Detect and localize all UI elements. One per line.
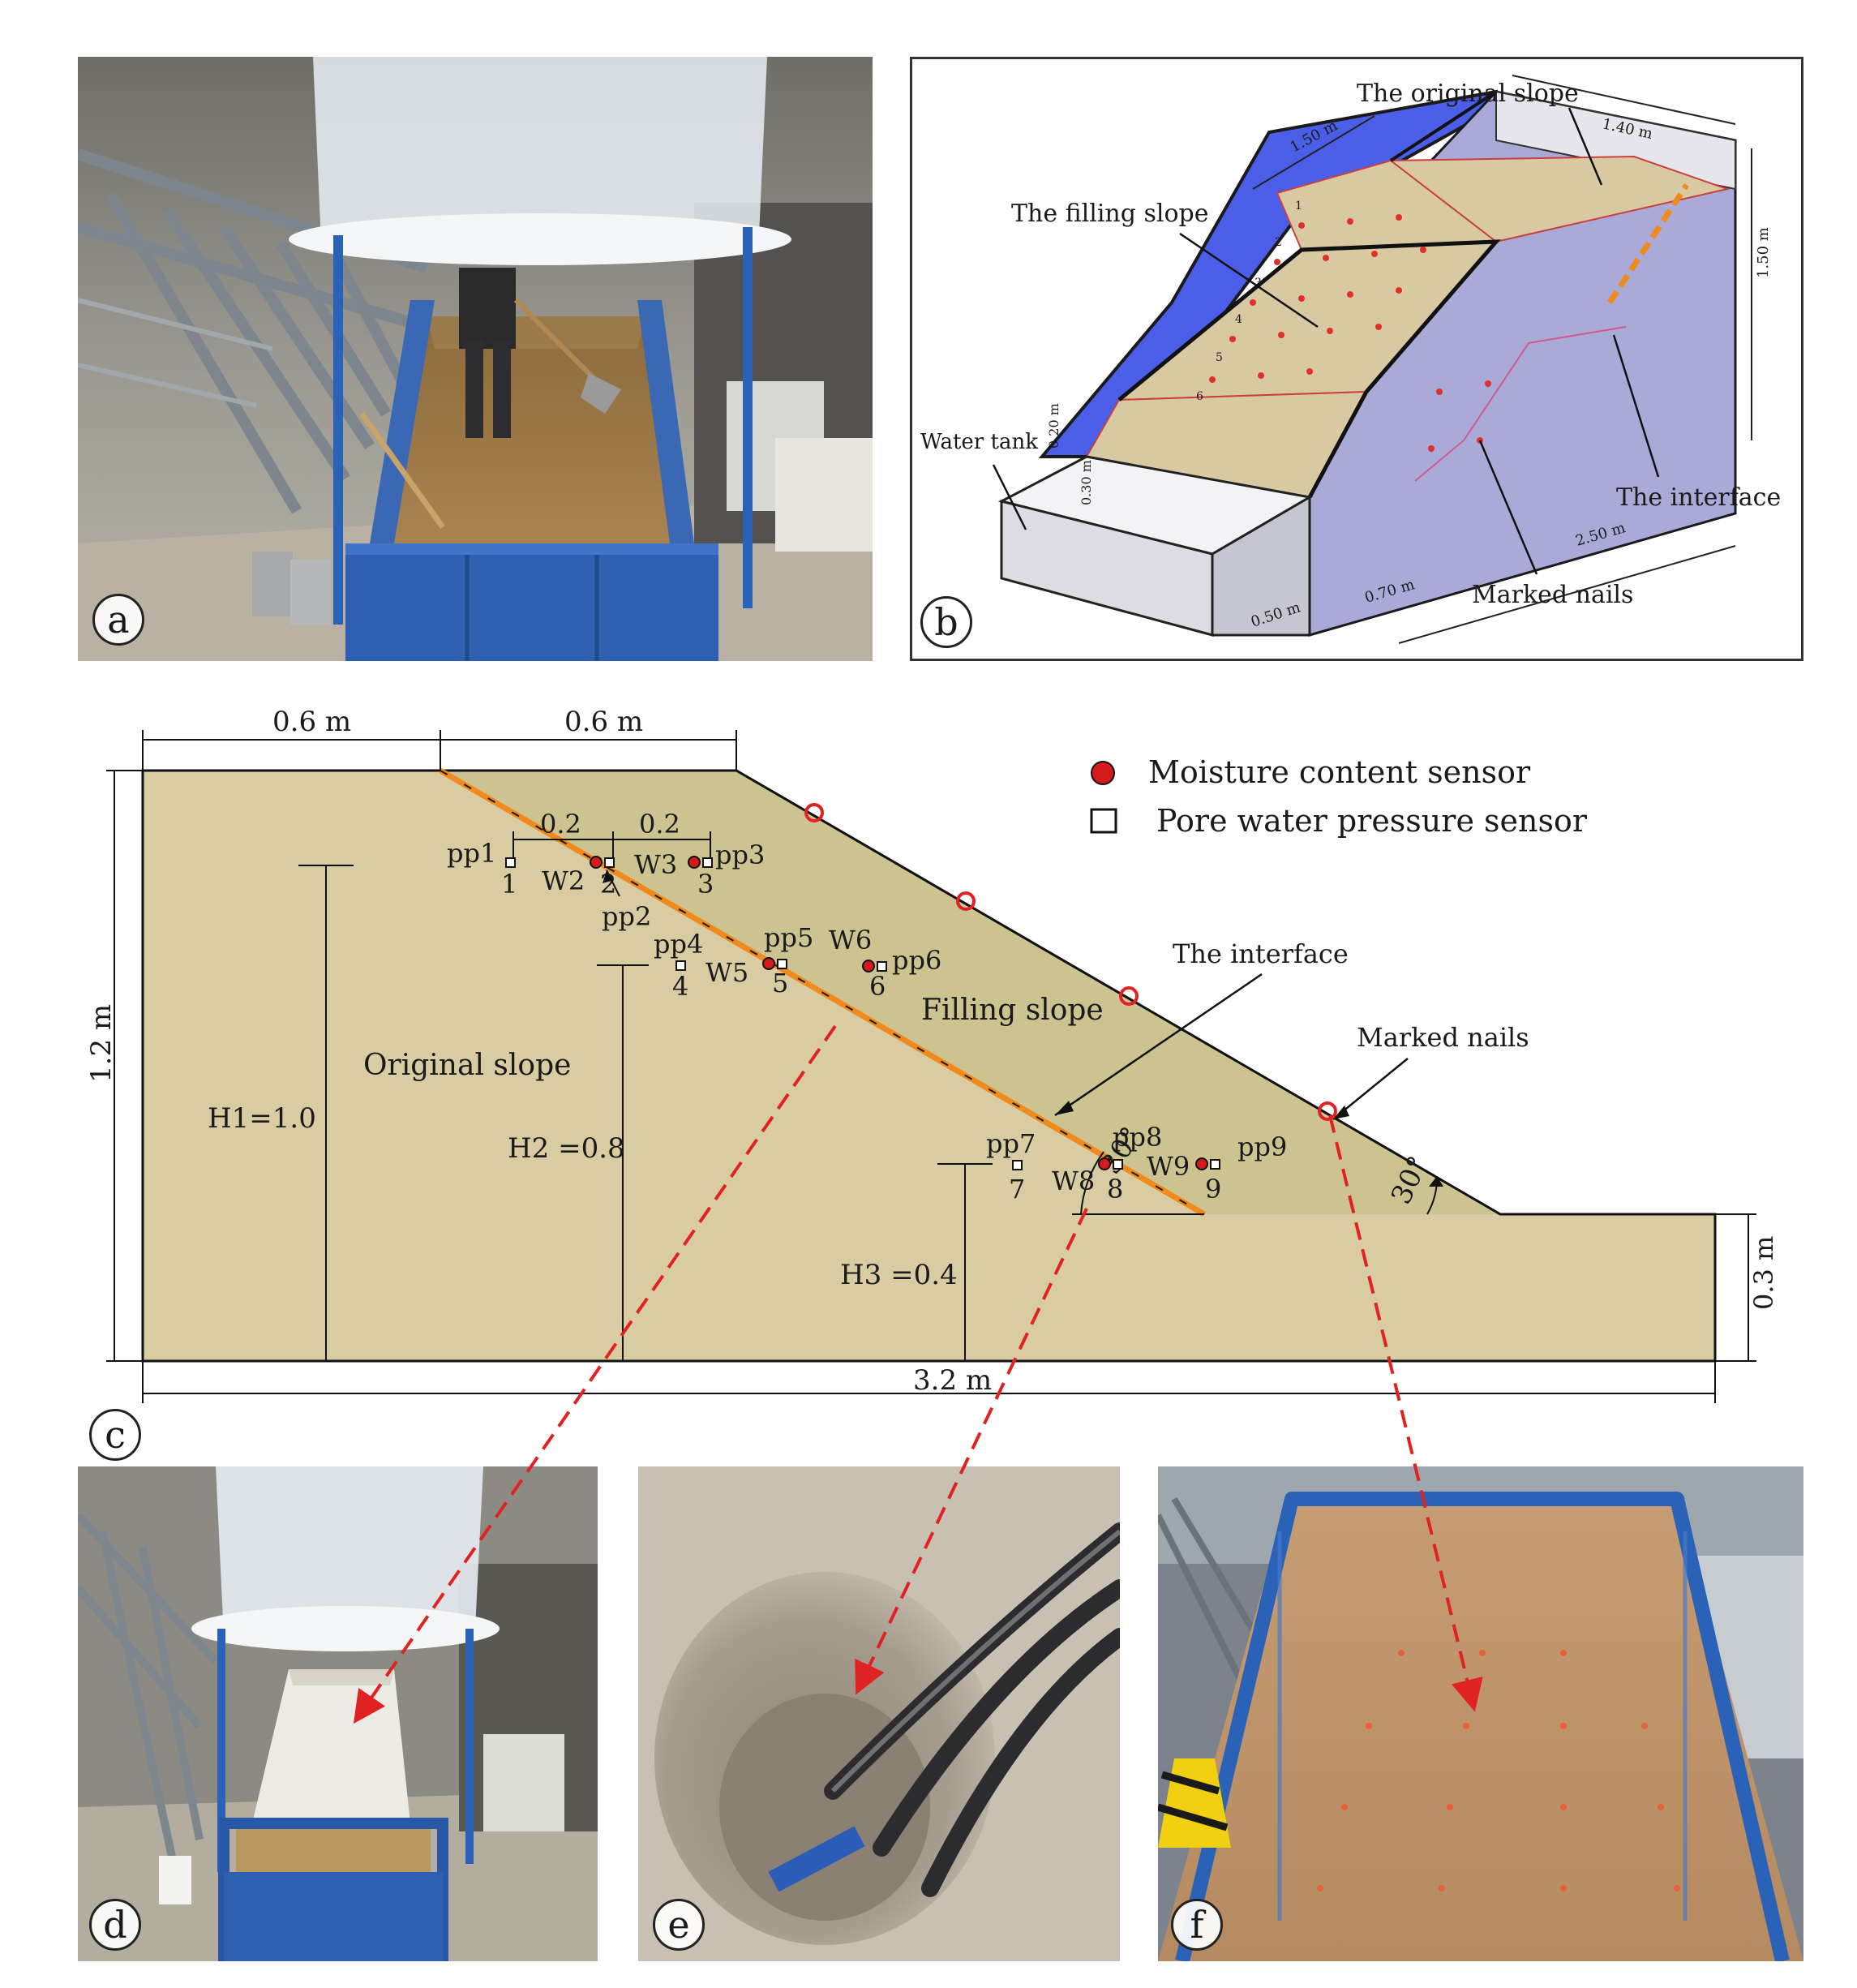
callout-interface: The interface	[1173, 938, 1349, 969]
sensor-pp-label: pp9	[1237, 1131, 1287, 1162]
photo-f-illustration	[1158, 1466, 1803, 1961]
dim-h3: H3 =0.4	[840, 1259, 958, 1291]
dim-total-width: 3.2 m	[913, 1364, 992, 1397]
dim-tank-height: 0.30 m	[1079, 460, 1094, 505]
panel-a-label: a	[92, 594, 144, 646]
sensor-number: 6	[869, 971, 886, 1002]
sensor-pp-label: pp6	[892, 945, 941, 976]
label-marked-nails-3d: Marked nails	[1472, 581, 1633, 609]
sensor-pp-label: pp5	[764, 922, 813, 953]
schematic-panel-b: The original slope The filling slope Wat…	[910, 57, 1803, 661]
dim-right-height: 0.3 m	[1748, 1236, 1779, 1310]
photo-panel-e: e	[638, 1466, 1120, 1961]
photo-a-illustration	[78, 57, 873, 661]
dim-height: 1.50 m	[1755, 227, 1772, 278]
sensor-pp-label: pp4	[654, 929, 703, 960]
dim-h1: H1=1.0	[208, 1102, 316, 1135]
sensor-w-label: W8	[1052, 1166, 1095, 1196]
row-number: 5	[1216, 351, 1223, 364]
sensor-pp-label: pp3	[715, 839, 765, 870]
dim-spacing-1: 0.2	[540, 809, 581, 839]
sensor-w-label: W5	[705, 957, 748, 988]
panel-f-label: f	[1171, 1899, 1223, 1951]
photo-d-illustration	[78, 1466, 598, 1961]
sensor-number: 1	[501, 869, 517, 900]
legend-pore-icon	[1090, 808, 1117, 834]
label-interface-3d: The interface	[1616, 483, 1781, 512]
sensor-pp-label: pp2	[602, 901, 651, 932]
sensor-number: 2	[600, 869, 616, 900]
label-filling-slope: The filling slope	[1011, 200, 1209, 228]
dim-top-left: 0.6 m	[272, 706, 351, 738]
dim-spacing-2: 0.2	[639, 809, 680, 839]
sensor-w-label: W3	[634, 849, 677, 880]
sensor-pp-label: pp7	[986, 1128, 1036, 1159]
panel-e-label: e	[653, 1899, 705, 1951]
photo-panel-f: f	[1158, 1466, 1803, 1961]
legend-moisture-icon	[1091, 761, 1115, 785]
sensor-number: 8	[1107, 1174, 1123, 1204]
photo-e-illustration	[638, 1466, 1120, 1961]
dim-top-slope: 0.6 m	[564, 706, 643, 738]
row-number: 6	[1196, 390, 1203, 403]
sensor-number: 9	[1205, 1174, 1221, 1204]
photo-panel-d: d	[78, 1466, 598, 1961]
row-number: 1	[1295, 200, 1302, 213]
row-number: 3	[1254, 277, 1262, 290]
sensor-pp-label: pp1	[447, 838, 496, 869]
photo-panel-a: a	[78, 57, 873, 661]
label-water-tank: Water tank	[920, 430, 1038, 454]
sensor-number: 3	[697, 869, 714, 900]
callout-nails: Marked nails	[1357, 1022, 1529, 1053]
sensor-w-label: W9	[1147, 1151, 1190, 1182]
sensor-w-label: W6	[829, 925, 872, 955]
legend-pore-label: Pore water pressure sensor	[1156, 803, 1588, 839]
sensor-w-label: W2	[542, 865, 585, 896]
sensor-pp-label: pp8	[1113, 1122, 1162, 1153]
panel-c-label: c	[89, 1409, 141, 1461]
dim-h2: H2 =0.8	[508, 1132, 625, 1165]
cross-section-diagram: 0.6 m 0.6 m 1.2 m 3.2 m 0.3 m 0.2 0.2 H1…	[85, 706, 1779, 1403]
label-filling-slope-2d: Filling slope	[921, 994, 1104, 1027]
legend-moisture-label: Moisture content sensor	[1148, 754, 1531, 790]
panel-d-label: d	[89, 1899, 141, 1951]
sensor-number: 5	[772, 968, 788, 998]
dim-left-height: 1.2 m	[85, 1004, 118, 1083]
label-original-slope-2d: Original slope	[363, 1049, 571, 1082]
sensor-number: 4	[672, 971, 688, 1002]
schematic-3d: The original slope The filling slope Wat…	[920, 75, 1781, 644]
cross-section-panel-c: 0.6 m 0.6 m 1.2 m 3.2 m 0.3 m 0.2 0.2 H1…	[78, 702, 1803, 1464]
row-number: 2	[1275, 236, 1282, 249]
dim-tank-rim: 0.20 m	[1046, 403, 1061, 449]
label-original-slope: The original slope	[1357, 79, 1579, 108]
sensor-number: 7	[1009, 1174, 1025, 1204]
row-number: 4	[1235, 313, 1242, 326]
panel-b-label: b	[920, 596, 972, 648]
